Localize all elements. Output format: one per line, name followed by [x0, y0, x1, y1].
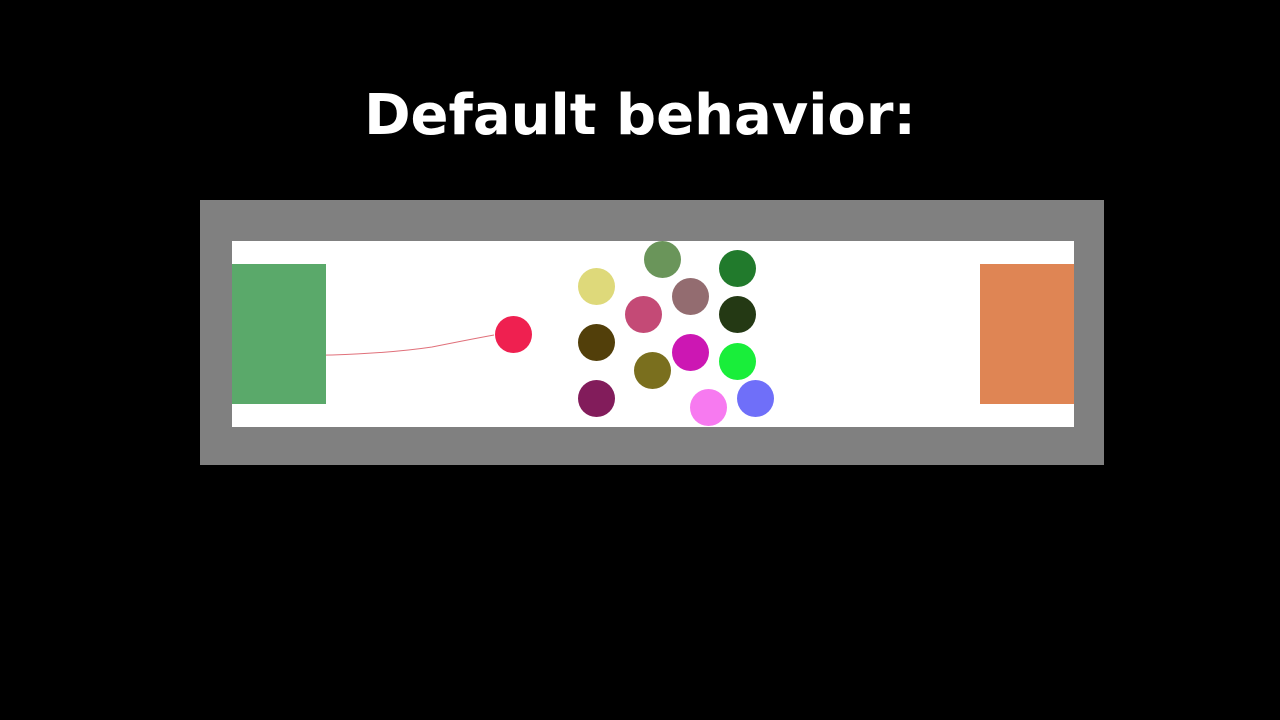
- ball-dark-brown: [578, 324, 615, 361]
- ball-magenta: [672, 334, 709, 371]
- ball-pink: [690, 389, 727, 426]
- page-title: Default behavior:: [364, 83, 916, 148]
- arena-field: [232, 241, 1074, 427]
- ball-dark-green: [719, 296, 756, 333]
- ball-sage-green: [644, 241, 681, 278]
- ball-periwinkle: [737, 380, 774, 417]
- ball-raspberry: [625, 296, 662, 333]
- ball-lime: [719, 343, 756, 380]
- ball-plum: [578, 380, 615, 417]
- ball-mauve: [672, 278, 709, 315]
- ball-pale-yellow: [578, 268, 615, 305]
- right-goal: [980, 264, 1074, 404]
- ball-olive: [634, 352, 671, 389]
- left-goal: [232, 264, 326, 404]
- ball-forest-green: [719, 250, 756, 287]
- red-ball: [495, 316, 532, 353]
